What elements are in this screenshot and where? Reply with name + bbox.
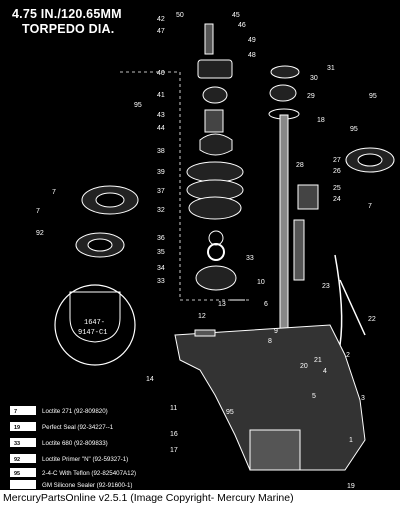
legend-row-loctite-271: 7 Loctite 271 (92-809820) — [10, 406, 108, 415]
inset-part-number-2: 9147-C1 — [78, 329, 107, 337]
callout-12: 12 — [198, 313, 206, 320]
legend-code: 33 — [14, 441, 20, 447]
callout-13: 13 — [218, 301, 226, 308]
callout-45: 45 — [232, 12, 240, 19]
legend-text: GM Silicone Sealer (92-91600-1) — [42, 482, 132, 489]
diagram-title-line2: TORPEDO DIA. — [22, 22, 115, 36]
callout-6-a: 6 — [264, 301, 268, 308]
callout-28: 28 — [296, 162, 304, 169]
callout-95-a: 95 — [134, 102, 142, 109]
callout-14: 14 — [146, 376, 154, 383]
driveshaft-assembly — [268, 65, 395, 356]
copyright-footer: MercuryPartsOnline v2.5.1 (Image Copyrig… — [0, 490, 400, 507]
legend-row-loctite-680: 33 Loctite 680 (92-809833) — [10, 438, 108, 447]
callout-31: 31 — [327, 65, 335, 72]
legend-text: Loctite Primer "N" (92-59327-1) — [42, 456, 128, 463]
legend-text: Perfect Seal (92-34227--1 — [42, 424, 114, 431]
callout-25: 25 — [333, 185, 341, 192]
legend-row-perfect-seal: 19 Perfect Seal (92-34227--1 — [10, 422, 114, 431]
callout-3: 3 — [361, 395, 365, 402]
callout-39: 39 — [157, 169, 165, 176]
callout-23: 23 — [322, 283, 330, 290]
callout-7-c: 7 — [368, 203, 372, 210]
callout-20: 20 — [300, 363, 308, 370]
legend-text: Loctite 271 (92-809820) — [42, 408, 108, 415]
left-bearing-cups — [75, 185, 139, 258]
gearcase-housing — [174, 299, 366, 471]
legend-code: 95 — [14, 471, 20, 477]
callout-41: 41 — [157, 92, 165, 99]
callout-42: 42 — [157, 16, 165, 23]
callout-50: 50 — [176, 12, 184, 19]
callout-2: 2 — [346, 352, 350, 359]
legend-code: 92 — [14, 457, 20, 463]
callout-22: 22 — [368, 316, 376, 323]
callout-8: 8 — [268, 338, 272, 345]
callout-48: 48 — [248, 52, 256, 59]
callout-1: 1 — [349, 437, 353, 444]
callout-26: 26 — [333, 168, 341, 175]
callout-32: 32 — [157, 207, 165, 214]
callout-7-a: 7 — [52, 189, 56, 196]
legend-code: 7 — [14, 409, 17, 415]
legend-row-gm-silicone: GM Silicone Sealer (92-91600-1) — [10, 480, 132, 489]
callout-47: 47 — [157, 28, 165, 35]
callout-29: 29 — [307, 93, 315, 100]
callout-30: 30 — [310, 75, 318, 82]
exploded-parts-diagram: 1647- 9147-C1 — [10, 12, 395, 490]
callout-11: 11 — [170, 405, 177, 412]
legend-code: 19 — [14, 425, 20, 431]
callout-34: 34 — [157, 265, 165, 272]
callout-92: 92 — [36, 230, 44, 237]
callout-19: 19 — [347, 483, 355, 490]
callout-38: 38 — [157, 148, 165, 155]
callout-5: 5 — [312, 393, 316, 400]
callout-49: 49 — [248, 37, 256, 44]
callout-43: 43 — [157, 112, 165, 119]
callout-24: 24 — [333, 196, 341, 203]
legend-text: Loctite 680 (92-809833) — [42, 440, 108, 447]
callout-18: 18 — [317, 117, 325, 124]
callout-95-d: 95 — [226, 409, 234, 416]
callout-7-b: 7 — [36, 208, 40, 215]
sealant-legend: 7 Loctite 271 (92-809820) 19 Perfect Sea… — [10, 406, 136, 489]
callout-33-b: 33 — [246, 255, 254, 262]
callout-36: 36 — [157, 235, 165, 242]
inset-part-number-1: 1647- — [84, 319, 105, 327]
legend-row-loctite-primer: 92 Loctite Primer "N" (92-59327-1) — [10, 454, 128, 463]
callout-17: 17 — [170, 447, 178, 454]
callout-95-b: 95 — [350, 126, 358, 133]
callout-21: 21 — [314, 357, 322, 364]
callouts: 50 45 46 42 47 49 48 31 40 30 41 95 29 4… — [36, 12, 377, 490]
callout-27: 27 — [333, 157, 341, 164]
diagram-title-line1: 4.75 IN./120.65MM — [12, 7, 122, 21]
callout-16: 16 — [170, 431, 178, 438]
inset-detail: 1647- 9147-C1 — [54, 284, 136, 366]
callout-10: 10 — [257, 279, 265, 286]
legend-text: 2-4-C With Teflon (92-825407A12) — [42, 470, 136, 477]
legend-row-2-4-c: 95 2-4-C With Teflon (92-825407A12) — [10, 468, 136, 477]
callout-40: 40 — [157, 70, 165, 77]
callout-33: 33 — [157, 278, 165, 285]
callout-44: 44 — [157, 125, 165, 132]
callout-37: 37 — [157, 188, 165, 195]
water-pump-stack — [186, 23, 244, 291]
callout-35: 35 — [157, 249, 165, 256]
callout-95-c: 95 — [369, 93, 377, 100]
callout-4: 4 — [323, 368, 327, 375]
callout-46: 46 — [238, 22, 246, 29]
callout-9: 9 — [274, 328, 278, 335]
